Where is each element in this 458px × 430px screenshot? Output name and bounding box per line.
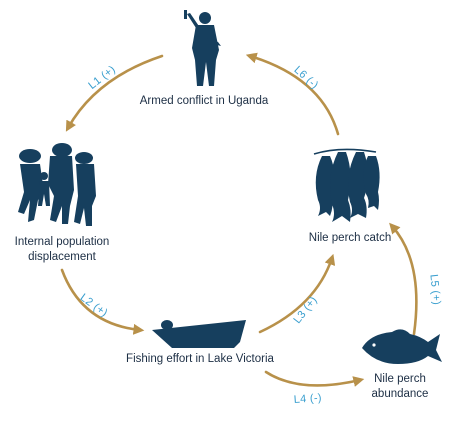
arrow-l2 [60,268,145,335]
armed-soldier-icon [184,10,221,86]
node-label-fishing-effort: Fishing effort in Lake Victoria [126,353,274,365]
node-label-perch-abundance-line1: Nile perch [374,373,426,385]
fish-icon [362,329,442,364]
hanging-fish-icon [313,148,380,222]
boat-icon [152,320,246,348]
node-label-displacement-line1: Internal population [15,236,110,248]
link-label-l4: L4 (-) [293,392,322,406]
arrow-l6 [245,52,340,136]
node-label-armed-conflict: Armed conflict in Uganda [140,95,269,107]
displaced-people-icon [18,143,96,226]
node-label-perch-abundance-line2: abundance [372,388,429,400]
arrow-l3 [258,253,336,334]
link-label-l5: L5 (+) [427,274,442,306]
arrow-l4 [264,370,365,387]
arrow-l1 [65,54,164,132]
arrow-l5 [389,222,418,336]
node-label-displacement-line2: displacement [28,251,97,263]
node-label-perch-catch: Nile perch catch [309,232,391,244]
